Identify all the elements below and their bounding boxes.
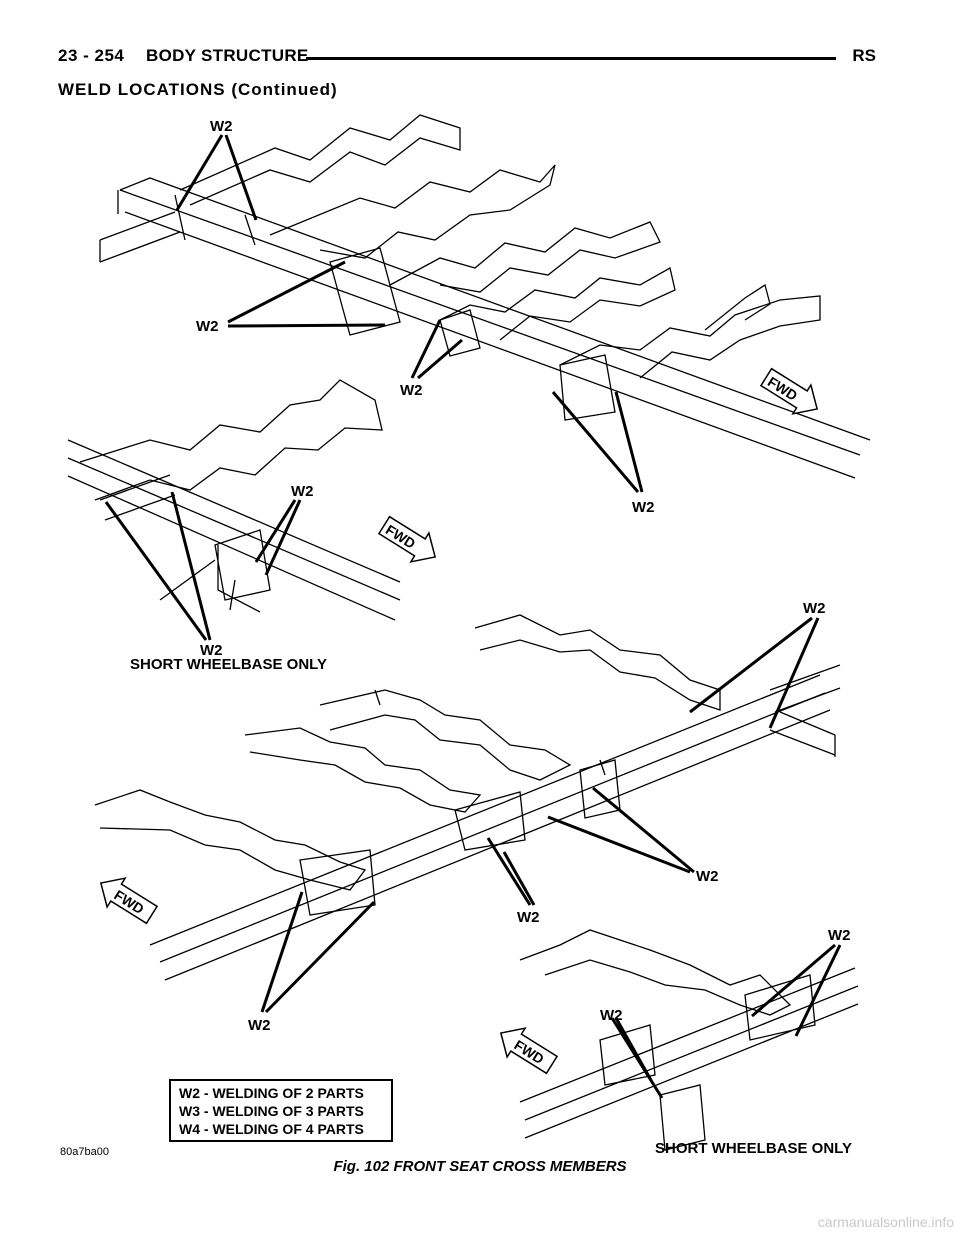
legend-line-w3: W3 - WELDING OF 3 PARTS [179, 1103, 364, 1119]
weld-label-7: W2 [803, 600, 826, 617]
weld-label-3: W2 [400, 382, 423, 399]
section-title: WELD LOCATIONS (Continued) [58, 80, 338, 99]
weld-legend: W2 - WELDING OF 2 PARTS W3 - WELDING OF … [169, 1079, 393, 1142]
page-header: 23 - 254 BODY STRUCTURE RS [58, 46, 876, 70]
weld-label-4: W2 [632, 499, 655, 516]
short-wheelbase-label-lower: SHORT WHEELBASE ONLY [655, 1140, 852, 1157]
weld-label-2: W2 [196, 318, 219, 335]
model-code: RS [852, 46, 876, 65]
legend-line-w2: W2 - WELDING OF 2 PARTS [179, 1085, 364, 1101]
weld-label-11: W2 [828, 927, 851, 944]
fwd-indicators: FWD FWD FWD FWD [99, 367, 819, 1075]
image-code: 80a7ba00 [60, 1146, 109, 1158]
weld-pointer-arrows [104, 134, 842, 1099]
weld-callout-labels: W2 W2 W2 W2 W2 W2 W2 W2 W2 W2 W2 W2 [196, 118, 851, 1034]
watermark: carmanualsonline.info [817, 1214, 954, 1230]
weld-label-8: W2 [696, 868, 719, 885]
page-number: 23 - 254 [58, 46, 125, 65]
frame-line-art [67, 114, 871, 1151]
section-name: BODY STRUCTURE [146, 46, 309, 65]
fwd-arrow-lower-left: FWD [99, 877, 159, 925]
fwd-arrow-middle: FWD [377, 515, 437, 563]
legend-box [169, 1079, 393, 1142]
figure-caption: Fig. 102 FRONT SEAT CROSS MEMBERS [333, 1158, 627, 1175]
weld-label-1: W2 [210, 118, 233, 135]
header-rule [306, 57, 836, 60]
fwd-arrow-upper: FWD [759, 367, 819, 415]
legend-line-w4: W4 - WELDING OF 4 PARTS [179, 1121, 364, 1137]
weld-label-10: W2 [248, 1017, 271, 1034]
weld-label-9: W2 [517, 909, 540, 926]
weld-label-5: W2 [291, 483, 314, 500]
short-wheelbase-label-upper: SHORT WHEELBASE ONLY [130, 656, 327, 673]
weld-label-6: W2 [200, 642, 223, 659]
weld-label-12: W2 [600, 1007, 623, 1024]
fwd-arrow-lower-right: FWD [499, 1027, 559, 1075]
